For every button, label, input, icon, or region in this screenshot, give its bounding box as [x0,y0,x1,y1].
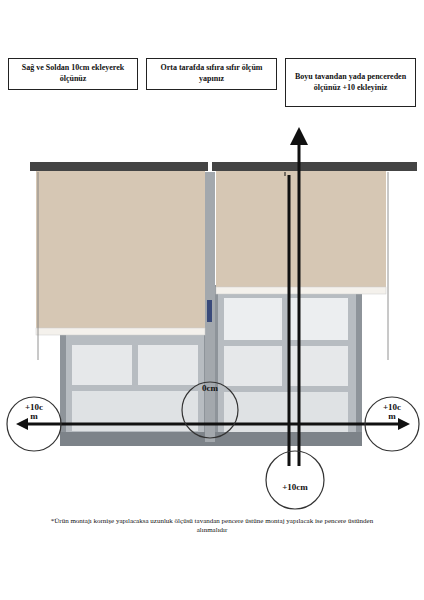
instruction-box: Sağ ve Soldan 10cm ekleyerek ölçünüz [8,58,138,90]
instruction-box: Boyu tavandan yada pencereden ölçünüz +1… [285,58,416,107]
instruction-text: Sağ ve Soldan 10cm ekleyerek ölçünüz [17,63,129,85]
measure-value: 0cm [202,384,218,393]
measure-circle: +10c m [6,396,62,452]
measure-value: +10c m [21,403,46,422]
instruction-text: Boyu tavandan yada pencereden ölçünüz +1… [294,72,407,94]
measure-circle: +10c m [364,396,420,452]
measure-value: +10c m [379,403,404,422]
measure-value: +10cm [282,483,308,492]
circle-outline [265,450,325,510]
measure-circle: +10cm [265,450,325,510]
measure-circle: 0cm [181,381,239,439]
footnote-caption: *Ürün montajı kornişe yapılacaksa uzunlu… [40,517,384,536]
instruction-box: Orta tarafda sıfıra sıfır ölçüm yapınız [146,58,277,90]
instruction-text: Orta tarafda sıfıra sıfır ölçüm yapınız [155,63,268,85]
